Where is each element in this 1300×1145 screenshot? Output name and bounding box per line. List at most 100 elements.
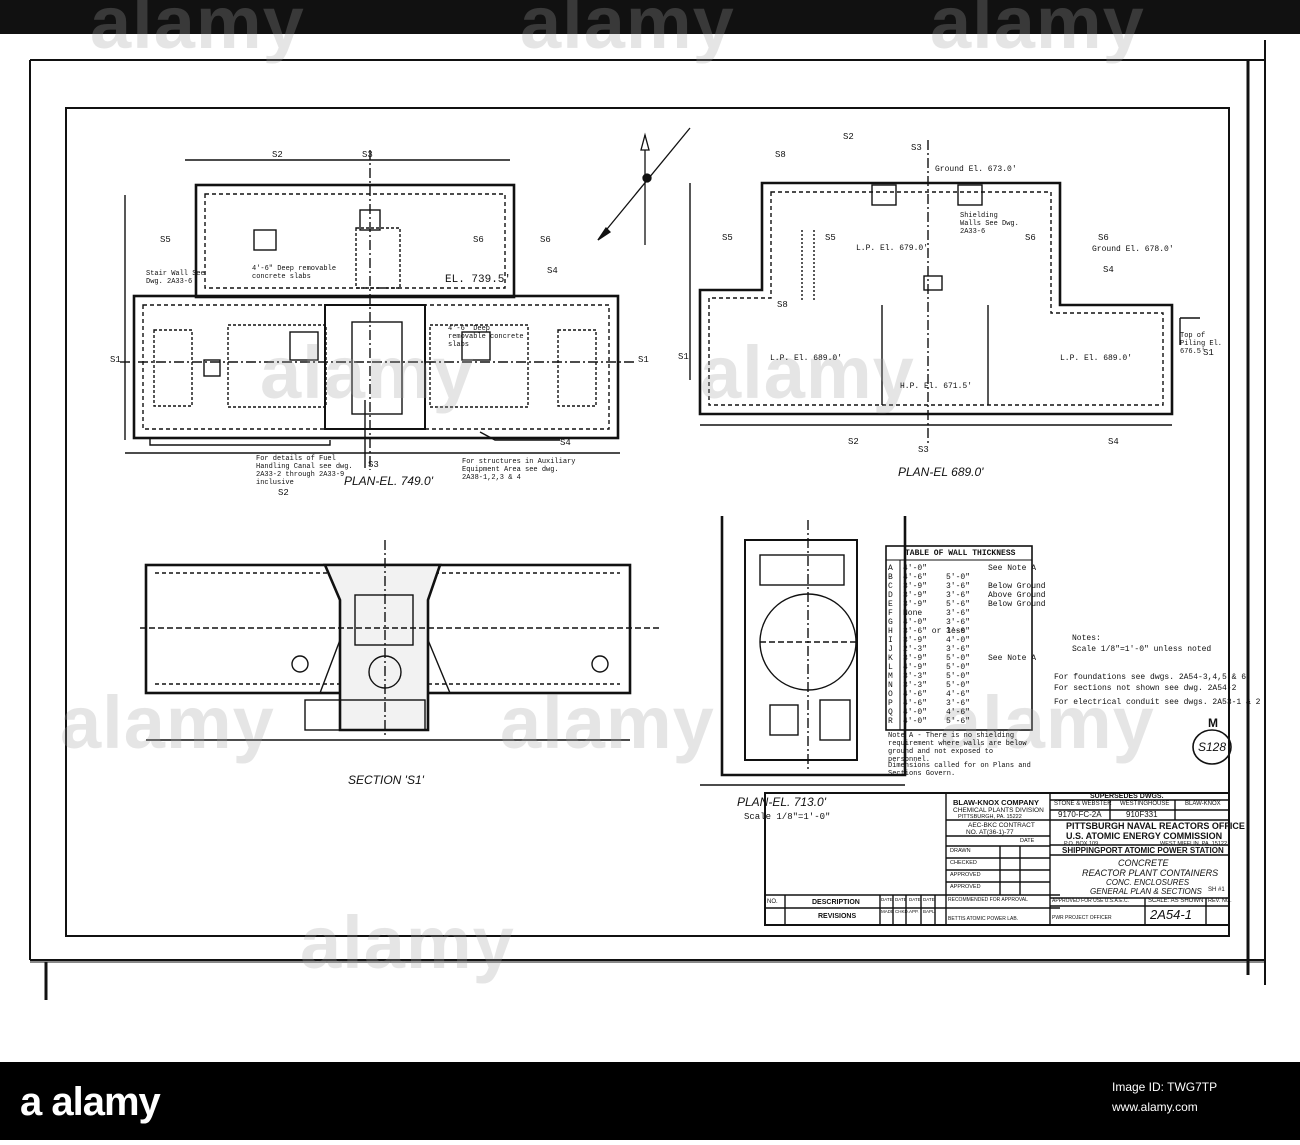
wall-table-cell: G [888, 618, 893, 627]
section-mark: S4 [1103, 265, 1114, 275]
section-mark: S6 [1025, 233, 1036, 243]
section-mark: S4 [560, 438, 571, 448]
wall-table-cell: E [888, 600, 893, 609]
sections-note: For sections not shown see dwg. 2A54-2 [1054, 684, 1237, 693]
wall-table-cell: 5'-6" [946, 717, 971, 726]
wall-table-cell: J [888, 645, 893, 654]
wall-table-cell: C [888, 582, 893, 591]
bettis-label: BETTIS ATOMIC POWER LAB. [948, 916, 1019, 922]
removable-slabs-note: 4'-6" Deep removable concrete slabs [448, 325, 524, 349]
no-label: NO. [767, 899, 778, 905]
company-name: BLAW-KNOX COMPANY [953, 798, 1039, 807]
wall-table-cell: 3'-6" [946, 699, 971, 708]
blaw-knox-label: BLAW-KNOX [1185, 801, 1221, 807]
shielding-walls-note: Shielding Walls See Dwg. 2A33-6 [960, 212, 1019, 236]
wall-table-cell: 5'-0" [946, 672, 971, 681]
wall-table-cell: Q [888, 708, 893, 717]
plan-713-scale: Scale 1/8"=1'-0" [744, 812, 831, 822]
recommended-label: RECOMMENDED FOR APPROVAL [948, 897, 1028, 903]
section-mark: S5 [722, 233, 733, 243]
revisions-label: REVISIONS [818, 913, 857, 920]
drawing-number: 2A54-1 [1150, 907, 1192, 922]
approved-for-label: APPROVED FOR USE U.S.A.E.C. [1052, 898, 1129, 904]
drawn-label: DRAWN [950, 848, 971, 854]
wall-table-cell: 3'-6" [946, 609, 971, 618]
stair-wall-note: Stair Wall See Dwg. 2A33-6 [146, 270, 205, 286]
top-piling-note: Top of Piling El. 676.5' [1180, 332, 1223, 356]
revision-col-role: MADE [881, 909, 895, 914]
wall-table-cell: P [888, 699, 893, 708]
section-mark: S3 [918, 445, 929, 455]
wall-table-cell: 3'-3" [903, 681, 928, 690]
section-mark: S2 [843, 132, 854, 142]
wall-table-cell: M [888, 672, 893, 681]
title-line-2: REACTOR PLANT CONTAINERS [1082, 868, 1219, 878]
wall-table-cell: 5'-0" [946, 573, 971, 582]
wall-table-cell: 5'-6" [946, 600, 971, 609]
revision-col-date: DATE [881, 897, 893, 902]
revision-col-date: DATE [923, 897, 935, 902]
wall-table-cell: H [888, 627, 893, 636]
wall-table-cell: I [888, 636, 893, 645]
contract-number: NO. AT(36-1)-77 [966, 829, 1014, 836]
sheet-number: SH #1 [1208, 887, 1225, 893]
westinghouse-label: WESTINGHOUSE [1120, 801, 1170, 807]
wall-table-cell: 3'-9" [903, 654, 928, 663]
revision-col-role: CHKD. [895, 909, 910, 914]
section-mark: S6 [1098, 233, 1109, 243]
description-label: DESCRIPTION [812, 899, 860, 906]
wall-table-cell: 4'-6" [946, 690, 971, 699]
wall-table-cell: 4'-6" [903, 699, 928, 708]
section-title-s1: SECTION 'S1' [348, 773, 424, 787]
watermark-text: alamy [60, 681, 275, 764]
site-url: www.alamy.com [1112, 1100, 1198, 1114]
wall-table-cell: 5'-0" [946, 663, 971, 672]
watermark-text: alamy [500, 681, 715, 764]
wall-table-cell: 3'-9" [903, 591, 928, 600]
company-division: CHEMICAL PLANTS DIVISION [953, 807, 1044, 814]
stone-webster-label: STONE & WEBSTER [1054, 801, 1112, 807]
wall-table-cell: R [888, 717, 893, 726]
ground-673-label: Ground El. 673.0' [935, 165, 1017, 174]
wall-table-cell: 3'-3" [903, 672, 928, 681]
wall-table-cell: None [903, 609, 923, 618]
notes-label: Notes: [1072, 634, 1101, 643]
stamp-letter: M [1208, 716, 1218, 730]
watermark-text: alamy [700, 331, 915, 414]
wall-table-note: Note A - There is no shielding requireme… [888, 732, 1027, 764]
wall-table-cell: 4'-6" [903, 690, 928, 699]
section-mark: S1 [678, 352, 689, 362]
alamy-logo-footer: a alamy [20, 1080, 161, 1124]
date-label: DATE [1020, 838, 1035, 844]
wall-table-cell: 3'-9" [903, 600, 928, 609]
image-id: Image ID: TWG7TP [1112, 1080, 1218, 1094]
wall-table-cell: 3'-6" or less [903, 627, 966, 636]
wall-table-cell: 4'-6" [903, 573, 928, 582]
scale-note: Scale 1/8"=1'-0" unless noted [1072, 645, 1212, 654]
section-mark: S1 [1203, 348, 1214, 358]
po-box: P.O. BOX 109 [1064, 841, 1099, 847]
section-mark: S4 [547, 266, 558, 276]
hp-671-label: H.P. El. 671.5' [900, 382, 973, 391]
wall-table-cell: 4'-9" [903, 663, 928, 672]
wall-table-cell: 5'-0" [946, 681, 971, 690]
fuel-handling-note: For details of Fuel Handling Canal see d… [256, 455, 353, 487]
watermark-text: alamy [90, 0, 305, 64]
wall-table-cell: 4'-0" [946, 636, 971, 645]
wall-table-cell: Above Ground [988, 591, 1046, 600]
wall-table-cell: 2'-3" [903, 645, 928, 654]
section-mark: S3 [911, 143, 922, 153]
wall-table-cell: 4'-0" [903, 717, 928, 726]
wall-table-title: TABLE OF WALL THICKNESS [905, 549, 1016, 558]
wall-table-cell: N [888, 681, 893, 690]
company-city: PITTSBURGH, PA. 15222 [958, 814, 1022, 820]
wall-table-cell: 5'-0" [946, 654, 971, 663]
section-mark: S8 [775, 150, 786, 160]
section-mark: S2 [272, 150, 283, 160]
section-mark: S2 [278, 488, 289, 498]
elevation-label: EL. 739.5' [445, 274, 512, 286]
section-mark: S2 [848, 437, 859, 447]
electrical-note: For electrical conduit see dwgs. 2A53-1 … [1054, 698, 1261, 707]
office-address: WEST MIFFLIN, PA. 15122 [1160, 841, 1228, 847]
wall-table-cell: 3'-6" [946, 591, 971, 600]
